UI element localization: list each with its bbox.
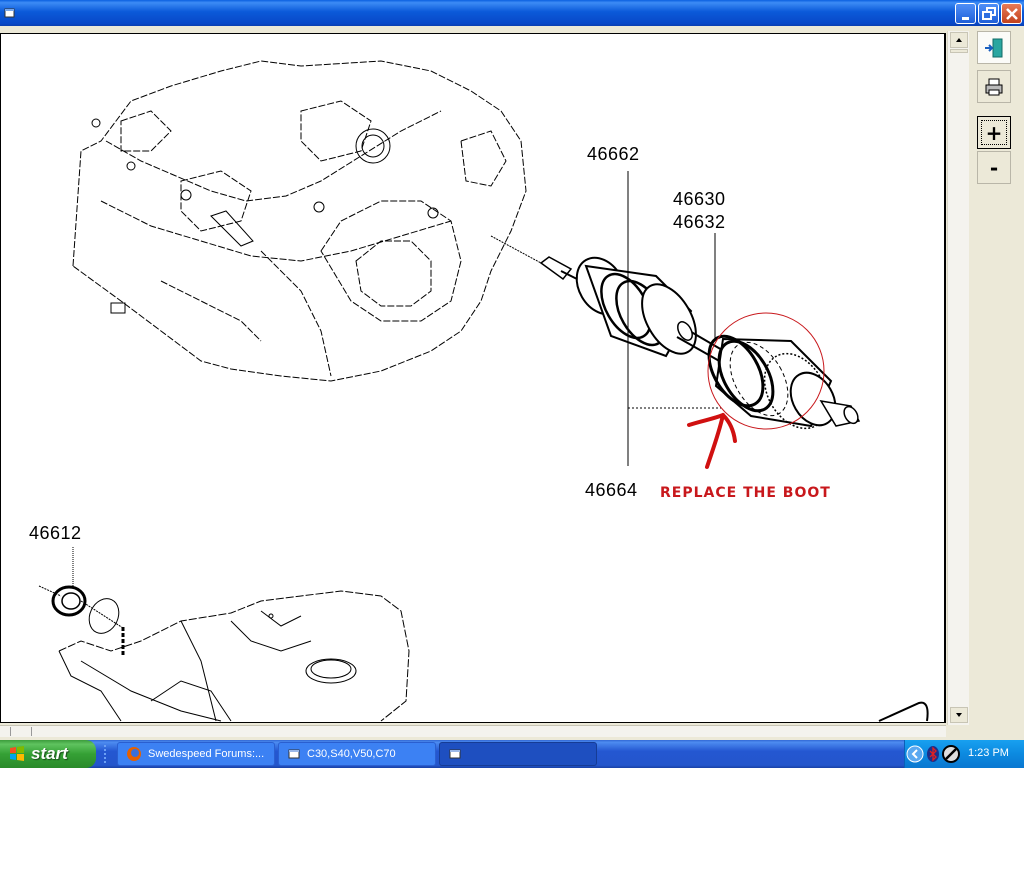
red-arrow: [687, 413, 737, 469]
restore-icon: [982, 7, 996, 20]
close-icon: [1006, 8, 1018, 20]
lower-housing-drawing: [38, 585, 410, 722]
scroll-up-button[interactable]: [950, 32, 968, 48]
minimize-button[interactable]: [955, 3, 976, 24]
part-number-46632[interactable]: 46632: [673, 212, 726, 232]
part-number-46630[interactable]: 46630: [673, 189, 726, 209]
taskbar-grip: [104, 745, 108, 763]
exploded-parts-drawing: [38, 60, 929, 722]
taskbar: start Swedespeed Forums:... C30,S40,V50,…: [0, 740, 1024, 768]
horizontal-scrollbar[interactable]: [0, 725, 946, 737]
show-hidden-icons-icon[interactable]: [906, 745, 924, 763]
close-button[interactable]: [1001, 3, 1022, 24]
printer-icon: [985, 78, 1003, 95]
replace-boot-annotation: REPLACE THE BOOT: [660, 485, 831, 501]
scroll-thumb[interactable]: [950, 49, 968, 53]
start-button[interactable]: start: [0, 740, 96, 768]
taskbar-item-active-window[interactable]: [439, 742, 597, 766]
network-blocked-icon[interactable]: [942, 745, 960, 763]
taskbar-item-label: Swedespeed Forums:...: [148, 748, 265, 760]
parts-viewer-window: 46662 46630 46632 46664 46612 REPLACE TH…: [0, 0, 1024, 740]
system-tray: 1:23 PM: [904, 740, 1024, 768]
scroll-down-button[interactable]: [950, 707, 968, 723]
start-label: start: [31, 744, 68, 763]
folder-window-icon: [449, 749, 461, 759]
taskbar-item-swedespeed[interactable]: Swedespeed Forums:...: [117, 742, 275, 766]
vertical-scrollbar[interactable]: [947, 31, 969, 725]
part-number-46664[interactable]: 46664: [585, 480, 638, 500]
part-number-46612[interactable]: 46612: [29, 523, 82, 543]
taskbar-item-label: C30,S40,V50,C70: [307, 748, 396, 760]
arrow-down-icon: [956, 713, 962, 717]
part-number-46662[interactable]: 46662: [587, 144, 640, 164]
exit-door-icon: [985, 38, 1003, 57]
minimize-icon: [962, 17, 969, 20]
zoom-in-button[interactable]: +: [977, 116, 1011, 149]
drive-shaft-drawing: [539, 256, 861, 430]
transmission-housing-drawing: [72, 60, 527, 382]
title-bar[interactable]: [0, 0, 1024, 26]
clock[interactable]: 1:23 PM: [968, 747, 1009, 759]
arrow-up-icon: [956, 38, 962, 42]
highlight-circle: [707, 312, 825, 430]
scroll-thumb-horizontal[interactable]: [10, 727, 32, 736]
zoom-in-label: +: [985, 120, 1003, 145]
print-button[interactable]: [977, 70, 1011, 103]
bluetooth-icon[interactable]: [926, 745, 940, 763]
firefox-icon: [127, 747, 141, 761]
zoom-out-button[interactable]: -: [977, 151, 1011, 184]
folder-window-icon: [288, 749, 300, 759]
zoom-out-label: -: [989, 155, 999, 180]
parts-diagram-canvas[interactable]: 46662 46630 46632 46664 46612 REPLACE TH…: [0, 33, 946, 723]
window-app-icon: [4, 8, 15, 18]
taskbar-item-c30-s40-v50-c70[interactable]: C30,S40,V50,C70: [278, 742, 436, 766]
exit-button[interactable]: [977, 31, 1011, 64]
restore-button[interactable]: [978, 3, 999, 24]
windows-logo-icon: [10, 746, 24, 761]
